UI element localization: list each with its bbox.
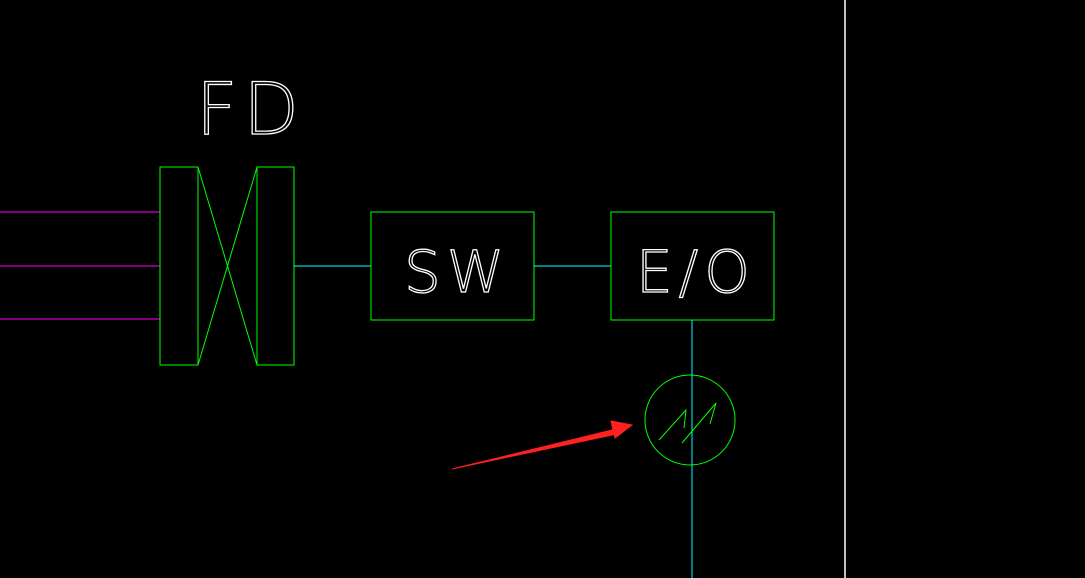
fd-cross-line-2 xyxy=(197,166,258,366)
annotation-arrow-head xyxy=(610,420,634,439)
eo-label: E/O xyxy=(636,238,756,306)
junction-symbol[interactable] xyxy=(644,374,736,466)
fd-left-panel xyxy=(159,166,199,366)
fd-frame-symbol[interactable] xyxy=(159,166,295,366)
incoming-cables xyxy=(0,211,160,320)
junction-slash-1-icon xyxy=(658,408,687,441)
junction-circle-icon xyxy=(644,374,736,466)
fd-label: FD xyxy=(196,67,305,151)
junction-slash-2-icon xyxy=(681,402,717,444)
switch-label: SW xyxy=(404,238,510,306)
eo-converter-box[interactable]: E/O xyxy=(610,211,775,321)
annotation-arrow-icon xyxy=(451,420,634,470)
